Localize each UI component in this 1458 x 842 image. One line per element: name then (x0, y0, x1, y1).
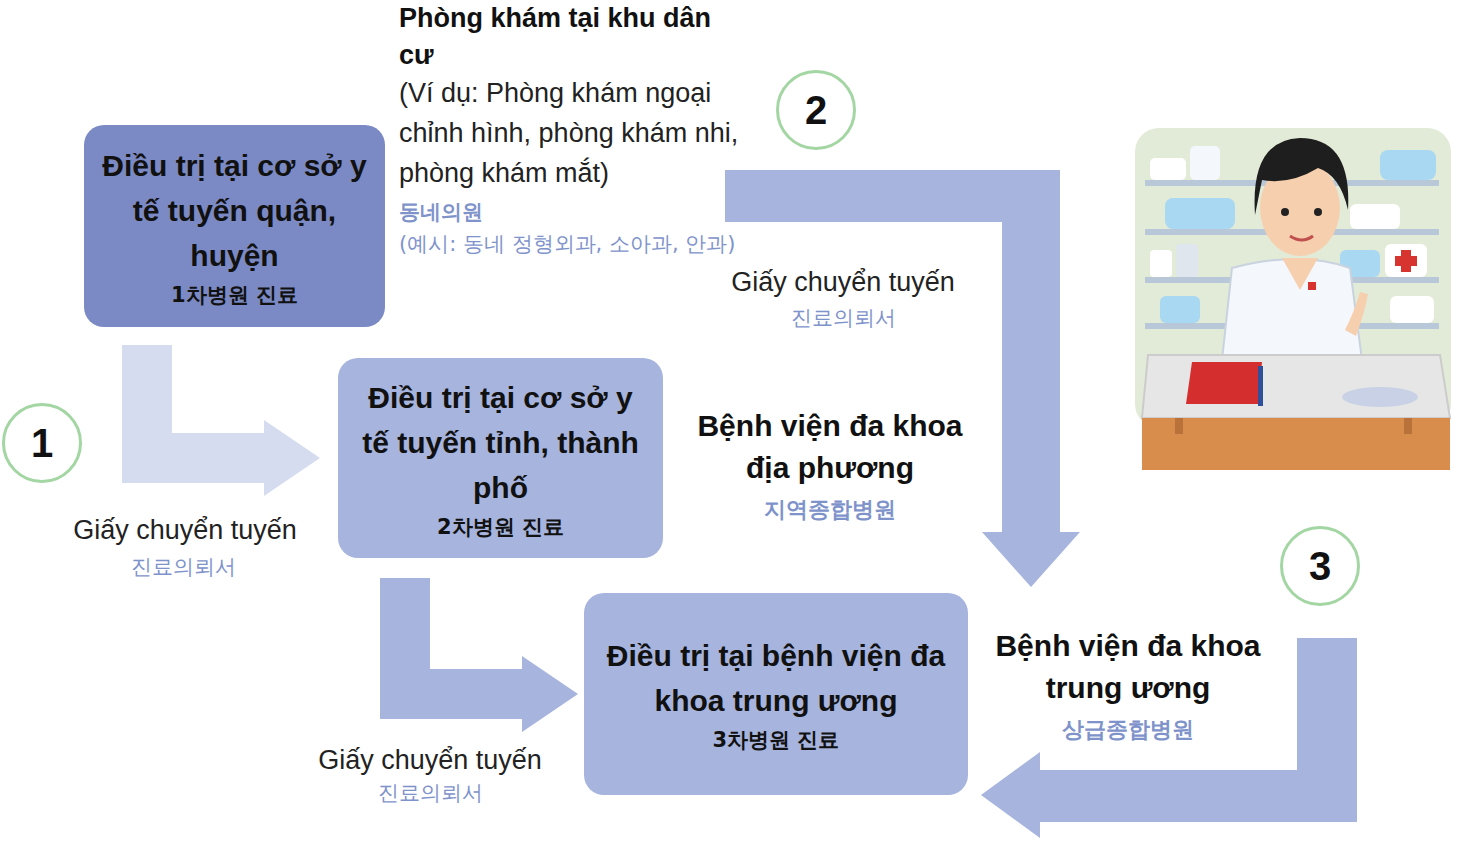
box-title: Điều trị tại cơ sở y tế tuyến tỉnh, thàn… (352, 375, 649, 510)
box (1165, 198, 1235, 229)
box-title: Điều trị tại cơ sở y tế tuyến quận, huyệ… (98, 143, 371, 278)
text-label: Giấy chuyển tuyến (712, 262, 974, 302)
counter-front (1142, 418, 1450, 470)
book-spine (1258, 366, 1263, 406)
edge-label: Giấy chuyển tuyến (45, 510, 325, 550)
box-subtitle: 2차병원 진료 (437, 512, 564, 542)
mouth (1290, 236, 1313, 240)
edge-label: Giấy chuyển tuyến (290, 740, 570, 780)
text-label: 진료의뢰서 (743, 303, 943, 333)
text-label: Bệnh viện đa khoa trung ương (983, 625, 1273, 709)
bottle (1150, 250, 1172, 277)
bottle (1176, 244, 1198, 277)
path-arrow (981, 638, 1357, 838)
text-label: (Ví dụ: Phòng khám ngoại chỉnh hình, phò… (399, 73, 764, 193)
bottle (1350, 204, 1400, 229)
bottle (1190, 146, 1220, 180)
box (1385, 244, 1427, 277)
counter-leg (1175, 418, 1183, 434)
care-level-box: Điều trị tại bệnh viện đa khoa trung ươn… (584, 593, 968, 795)
callout-number: 3 (1309, 544, 1331, 588)
box-subtitle: 3차병원 진료 (713, 725, 840, 755)
callout-circle: 1 (2, 403, 82, 483)
eye (1281, 208, 1289, 216)
badge (1308, 282, 1316, 290)
book (1186, 362, 1262, 404)
care-level-box: Điều trị tại cơ sở y tế tuyến tỉnh, thàn… (338, 358, 663, 558)
referral-arrow (380, 578, 578, 732)
eye (1314, 208, 1322, 216)
text-label: Phòng khám tại khu dân cư (399, 0, 729, 74)
text-label: (예시: 동네 정형외과, 소아과, 안과) (399, 229, 739, 259)
counter-top (1142, 355, 1450, 418)
callout-circle: 3 (1280, 526, 1360, 606)
text-label: 지역종합병원 (730, 495, 930, 525)
text-label: 진료의뢰서 (83, 552, 283, 582)
coat (1222, 259, 1362, 360)
callout-number: 2 (805, 88, 827, 132)
shelf-back (1135, 128, 1451, 428)
text-label: Bệnh viện đa khoa địa phương (675, 405, 985, 489)
text-label: 상급종합병원 (1028, 715, 1228, 745)
box (1160, 296, 1200, 323)
care-level-box: Điều trị tại cơ sở y tế tuyến quận, huyệ… (84, 125, 385, 327)
neck (1282, 258, 1318, 290)
bottle (1150, 158, 1186, 180)
hair (1255, 138, 1349, 215)
box-title: Điều trị tại bệnh viện đa khoa trung ươn… (598, 633, 954, 723)
path-arrow (725, 170, 1080, 587)
box-subtitle: 1차병원 진료 (171, 280, 298, 310)
text-label: 동네의원 (399, 197, 729, 227)
callout-circle: 2 (776, 70, 856, 150)
tray (1342, 387, 1418, 407)
text-label: 진료의뢰서 (330, 778, 530, 808)
referral-arrow (122, 345, 320, 496)
box (1380, 150, 1436, 180)
counter-leg (1404, 418, 1412, 434)
callout-number: 1 (31, 421, 53, 465)
red-cross (1395, 256, 1417, 266)
box (1390, 296, 1434, 323)
hand (1345, 292, 1368, 336)
pharmacist-illustration (1135, 128, 1451, 470)
